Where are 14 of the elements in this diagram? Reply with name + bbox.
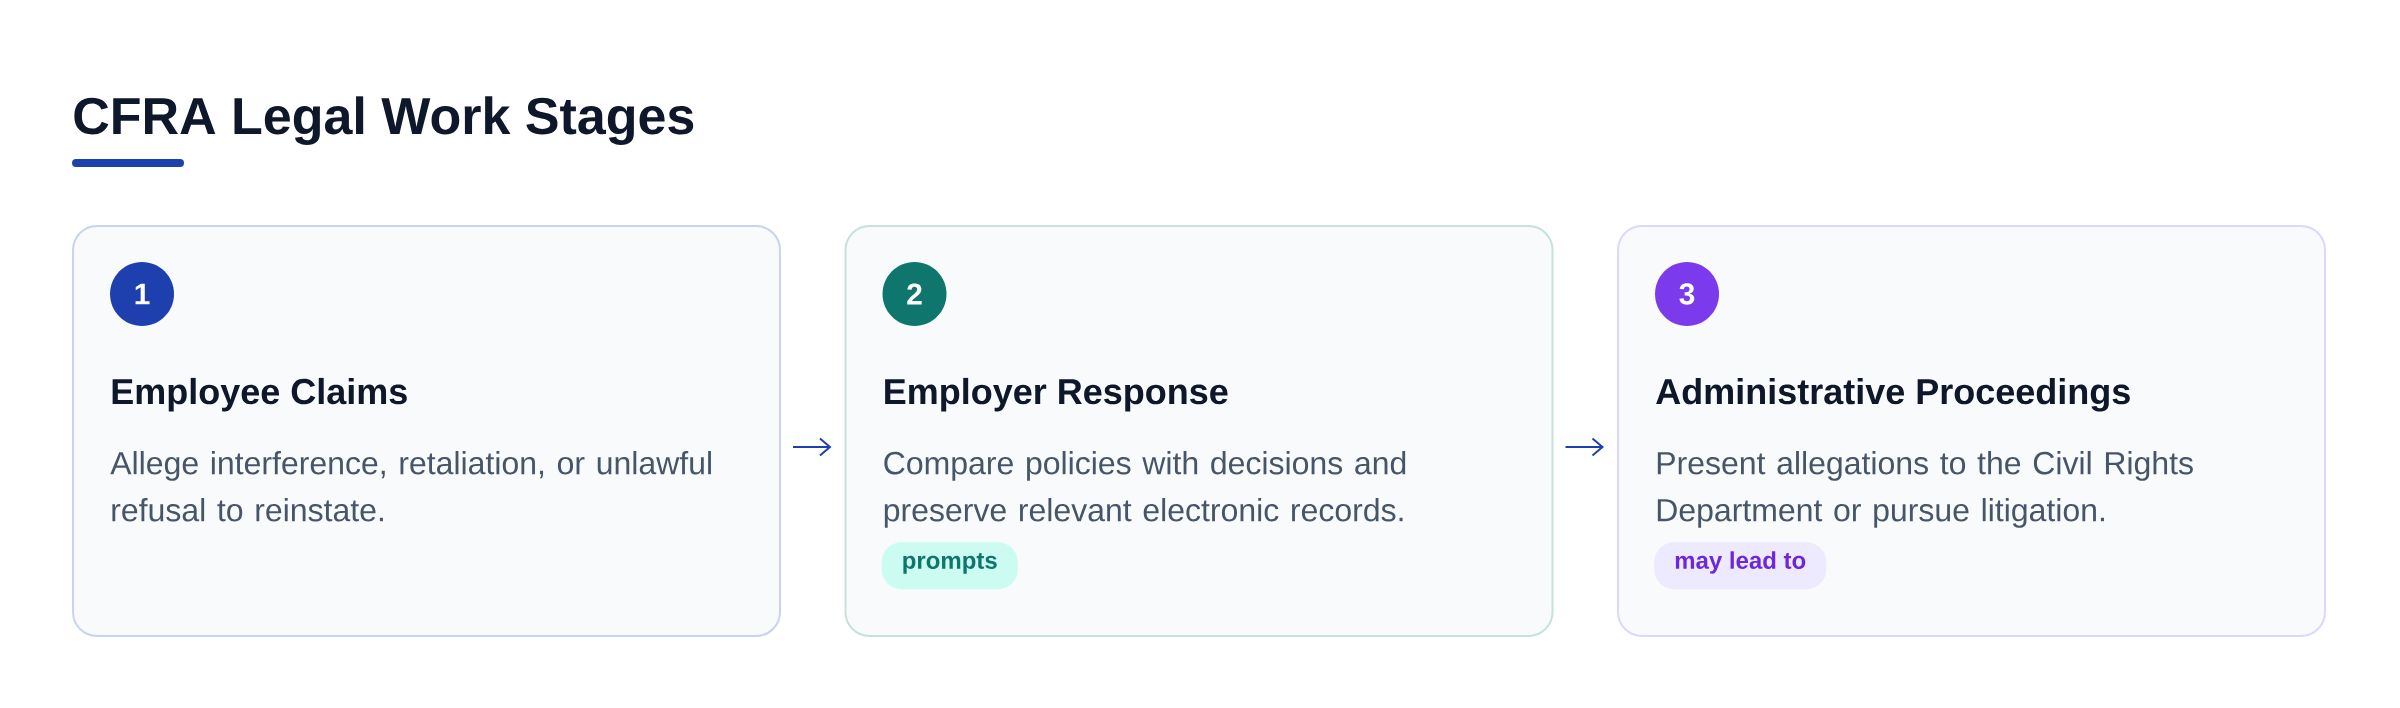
- card-description: Present allegations to the Civil Rights Department or pursue litigation.: [1657, 451, 2193, 528]
- card-description: Compare policies with decisions and preserve relevant electronic records.: [884, 451, 1406, 528]
- stage-card: [72, 225, 781, 637]
- card-heading: Employer Response: [885, 377, 1228, 412]
- stage-card: [844, 225, 1554, 637]
- tag-pill: prompts: [881, 542, 1018, 590]
- card-heading: Employee Claims: [112, 377, 407, 412]
- card-description: Allege interference, retaliation, or unlawful refusal to reinstate.: [110, 451, 711, 522]
- card-heading: Administrative Proceedings: [1656, 377, 2130, 412]
- arrow: [1564, 437, 1604, 457]
- tag-pill: may lead to: [1654, 542, 1827, 590]
- arrow: [792, 437, 832, 457]
- stage-card: [1617, 225, 2326, 637]
- diagram-title: CFRA Legal Work Stages: [74, 96, 694, 145]
